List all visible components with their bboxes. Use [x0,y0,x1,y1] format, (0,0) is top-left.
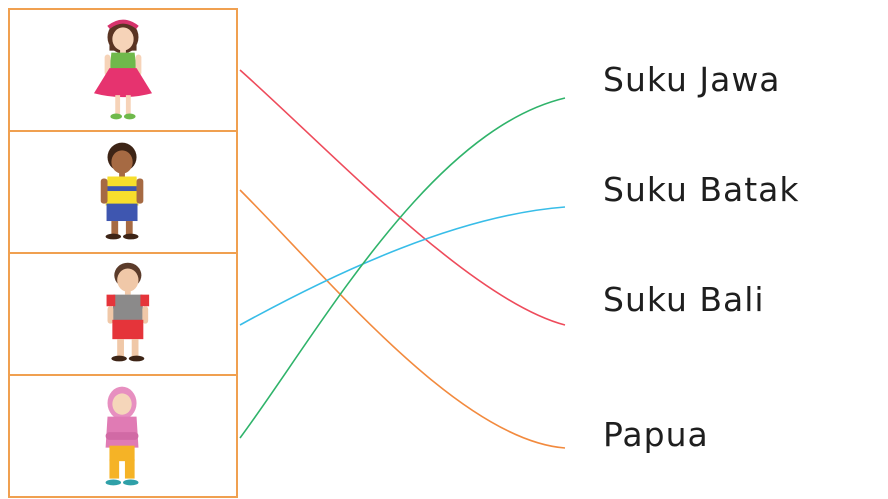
label-suku-bali[interactable]: Suku Bali [603,280,765,319]
boy-yellow-shirt-icon [100,142,144,240]
picture-box-2[interactable] [8,130,238,254]
picture-box-4[interactable] [8,374,238,498]
boy-red-shirt-icon [106,262,150,362]
girl-hijab-icon [105,386,139,486]
label-suku-batak[interactable]: Suku Batak [603,170,800,209]
girl-pink-dress-icon [93,19,153,120]
picture-box-3[interactable] [8,252,238,376]
picture-box-1[interactable] [8,8,238,132]
answer-line-1[interactable] [239,69,566,326]
answer-line-3[interactable] [239,206,566,326]
answer-line-2[interactable] [239,189,566,449]
label-papua[interactable]: Papua [603,415,709,454]
answer-line-4[interactable] [239,97,566,439]
label-suku-jawa[interactable]: Suku Jawa [603,60,781,99]
